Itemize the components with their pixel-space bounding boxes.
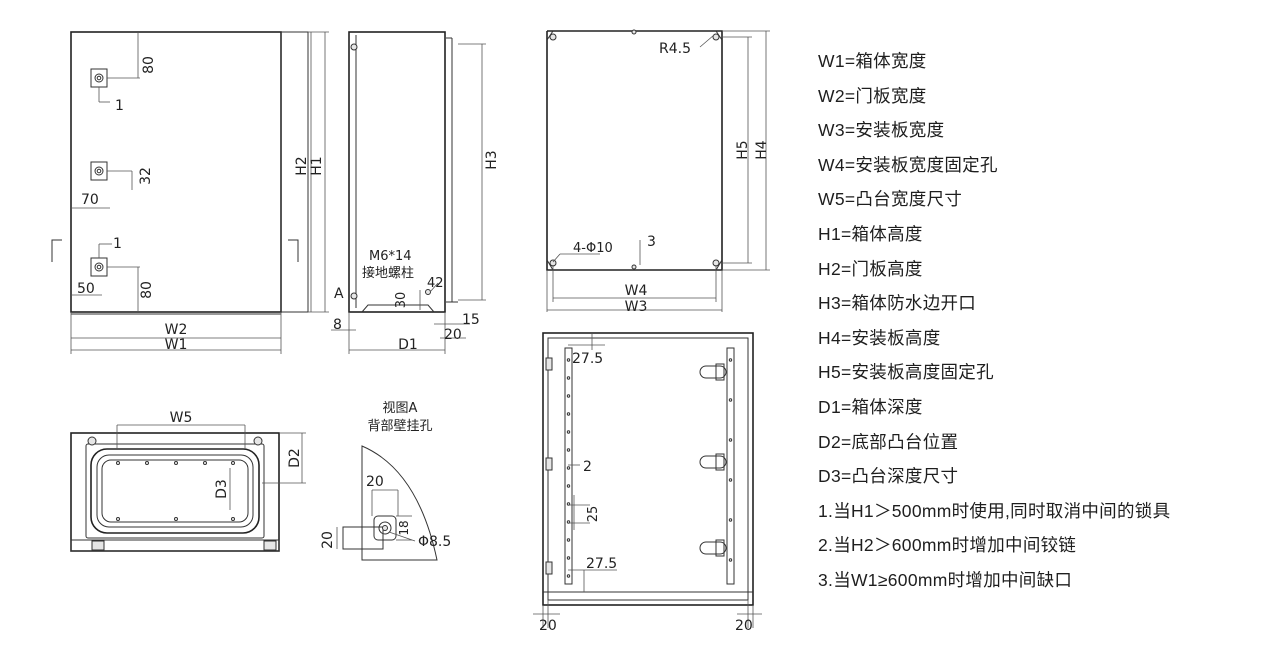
dim-w3: W3 — [625, 299, 648, 315]
note-1: 1.当H1＞500mm时使用,同时取消中间的锁具 — [818, 500, 1171, 521]
dim-20-back-right: 20 — [735, 618, 753, 634]
plate-view: R4.5 H5 H4 4-Φ10 3 W4 W3 — [546, 29, 770, 315]
bottom-view: W5 D2 D3 — [70, 410, 306, 552]
dim-h2: H2 — [294, 156, 310, 175]
legend-h3: H3=箱体防水边开口 — [818, 293, 977, 314]
dim-20-side: 20 — [444, 327, 462, 343]
dim-15: 15 — [462, 312, 480, 328]
detail-view-a: 视图A 背部壁挂孔 20 18 Φ8.5 20 — [320, 401, 451, 561]
bolt-spec: M6*14 — [369, 249, 412, 264]
dim-w2: W2 — [165, 322, 188, 338]
detail-title: 视图A — [383, 401, 418, 416]
legend-w2: W2=门板宽度 — [818, 85, 927, 106]
dim-8: 8 — [333, 317, 342, 333]
legend-h4: H4=安装板高度 — [818, 327, 941, 348]
legend-w5: W5=凸台宽度尺寸 — [818, 189, 963, 210]
legend-w3: W3=安装板宽度 — [818, 120, 945, 141]
front-view: 80 1 32 70 1 50 80 W2 W1 H2 H1 — [51, 31, 329, 354]
dim-50: 50 — [77, 281, 95, 297]
legend-h5: H5=安装板高度固定孔 — [818, 362, 994, 383]
dim-20-back-left: 20 — [539, 618, 557, 634]
dim-d2: D2 — [287, 448, 303, 468]
dim-70: 70 — [81, 192, 99, 208]
hinge-back-middle — [699, 453, 727, 471]
dim-30: 30 — [394, 292, 409, 309]
ref-1-top: 1 — [115, 98, 124, 114]
dim-27-5-top: 27.5 — [572, 351, 603, 367]
dim-h3: H3 — [484, 150, 500, 169]
back-view: 27.5 2 25 27.5 20 20 — [533, 332, 762, 634]
dim-80-top: 80 — [141, 56, 157, 74]
dim-25: 25 — [586, 506, 601, 523]
hinge-back-bottom — [699, 539, 727, 557]
legend-h1: H1=箱体高度 — [818, 223, 923, 244]
legend-d3: D3=凸台深度尺寸 — [818, 466, 959, 487]
side-view: H3 M6*14 接地螺柱 42 A 30 8 15 20 D1 — [331, 31, 500, 354]
dim-w4: W4 — [625, 283, 648, 299]
hinge-back-top — [699, 363, 727, 381]
dim-18: 18 — [397, 520, 411, 535]
hinge-top — [90, 68, 140, 103]
ref-3: 3 — [647, 234, 656, 250]
legend-d1: D1=箱体深度 — [818, 396, 923, 417]
dim-r4-5: R4.5 — [659, 41, 691, 57]
bolt-label: 接地螺柱 — [362, 265, 414, 281]
technical-drawing: 80 1 32 70 1 50 80 W2 W1 H2 H1 H3 M6*14 — [51, 29, 770, 634]
dim-42: 42 — [427, 276, 444, 291]
dim-27-5-bottom: 27.5 — [586, 556, 617, 572]
dim-phi-8-5: Φ8.5 — [418, 534, 451, 550]
hole-spec: 4-Φ10 — [573, 241, 613, 256]
dim-w1: W1 — [165, 337, 188, 353]
dim-d1: D1 — [398, 337, 418, 353]
hinge-bottom — [90, 243, 140, 277]
legend-panel: W1=箱体宽度 W2=门板宽度 W3=安装板宽度 W4=安装板宽度固定孔 W5=… — [818, 44, 1280, 598]
legend-w4: W4=安装板宽度固定孔 — [818, 154, 998, 175]
dim-h4: H4 — [754, 140, 770, 160]
label-a: A — [334, 286, 344, 302]
dim-32: 32 — [138, 167, 154, 185]
dim-h5: H5 — [735, 140, 751, 159]
note-2: 2.当H2＞600mm时增加中间铰链 — [818, 535, 1077, 556]
lock-middle — [90, 161, 132, 181]
dim-80-bottom: 80 — [139, 281, 155, 299]
legend-h2: H2=门板高度 — [818, 258, 923, 279]
dim-20-detail-top: 20 — [366, 474, 384, 490]
dim-h1: H1 — [309, 156, 325, 175]
note-3: 3.当W1≥600mm时增加中间缺口 — [818, 569, 1073, 590]
ref-2: 2 — [583, 459, 592, 475]
legend-d2: D2=底部凸台位置 — [818, 431, 959, 452]
dim-d3: D3 — [214, 479, 230, 499]
dim-20-detail-left: 20 — [320, 531, 336, 549]
detail-subtitle: 背部壁挂孔 — [367, 419, 432, 434]
ref-1-bottom: 1 — [113, 236, 122, 252]
legend-w1: W1=箱体宽度 — [818, 51, 927, 71]
dim-w5: W5 — [170, 410, 193, 426]
